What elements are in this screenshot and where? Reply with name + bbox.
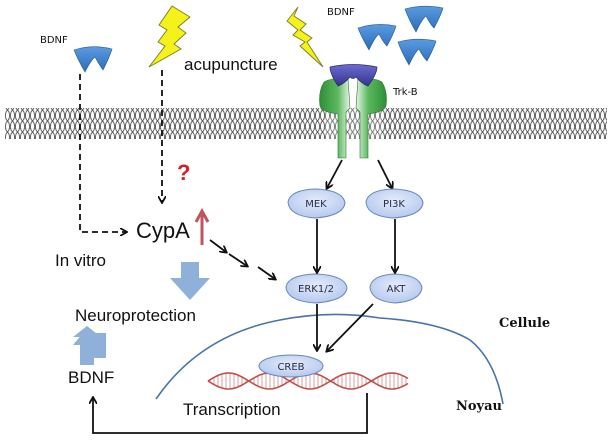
trkb-label: Trk-B: [393, 87, 418, 98]
lightning-icon-right: [286, 6, 324, 68]
bdnf-top-label: BDNF: [327, 7, 355, 18]
node-creb-label: CREB: [277, 362, 304, 373]
node-mek-label: MEK: [305, 199, 327, 210]
dashed-arrow-bdnf-to-cypa: [79, 74, 126, 232]
node-akt: AKT: [369, 273, 423, 304]
bdnf-top-icon-1: [357, 24, 397, 51]
arrow-trkb-to-mek: [327, 159, 343, 188]
bdnf-bound-ligand: [329, 64, 378, 87]
cypa-label: CypA: [136, 218, 190, 243]
cellule-label: Cellule: [499, 316, 551, 331]
lightning-icon-left: [148, 5, 191, 68]
neuroprotection-down-arrow-icon: [170, 262, 210, 300]
node-mek: MEK: [287, 188, 346, 219]
bdnf-up-arrow-shape: [73, 328, 101, 365]
neuroprotection-label: Neuroprotection: [75, 306, 196, 325]
node-creb: CREB: [258, 354, 324, 378]
acupuncture-label: acupuncture: [184, 55, 278, 74]
arrow-transcription-to-bdnf: [93, 393, 368, 434]
dna-strand: [207, 372, 409, 390]
cell-membrane: [5, 108, 607, 139]
bdnf-top-icon-2: [404, 5, 444, 33]
node-pi3k-label: PI3K: [383, 199, 405, 210]
cypa-increase-arrow-icon: [194, 207, 210, 245]
node-akt-label: AKT: [387, 284, 407, 295]
bdnf-left-label: BDNF: [40, 35, 68, 46]
in-vitro-label: In vitro: [55, 251, 107, 270]
trkb-receptor: [319, 64, 387, 159]
bdnf-top-icon-3: [397, 38, 437, 66]
nucleus-envelope: [155, 313, 504, 405]
bdnf-left-icon: [73, 46, 113, 73]
node-erk: ERK1/2: [285, 273, 348, 304]
noyau-label: Noyau: [456, 399, 502, 414]
arrow-trkb-to-pi3k: [377, 159, 392, 188]
bdnf-bottom-label: BDNF: [68, 368, 115, 387]
dashed-arrow-cypa-to-erk: [209, 239, 275, 279]
arrow-akt-to-creb: [327, 303, 374, 351]
node-erk-label: ERK1/2: [298, 284, 334, 295]
node-pi3k: PI3K: [365, 188, 424, 219]
unknown-mechanism-question-mark: ?: [177, 160, 191, 185]
transcription-label: Transcription: [183, 400, 281, 419]
